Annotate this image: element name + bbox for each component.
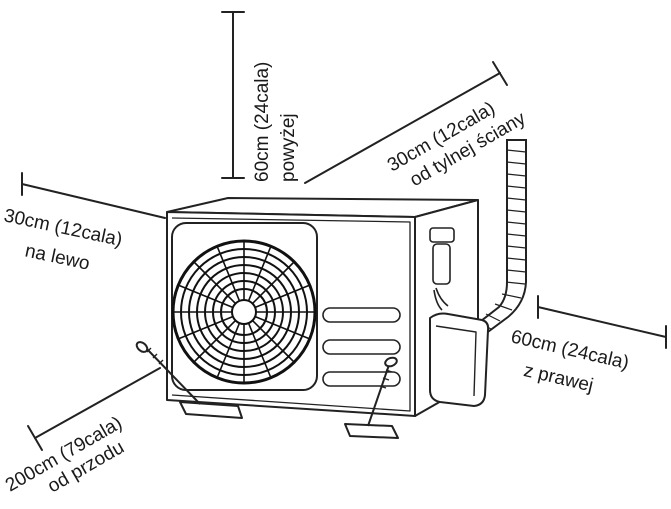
unit-foot-right [344, 423, 399, 439]
label-left-line2: na lewo [23, 241, 91, 275]
anchor-bolt-right [367, 356, 398, 427]
label-right-line2: z prawej [522, 360, 596, 396]
outdoor-unit [166, 197, 490, 439]
label-above-line1: 60cm (24cala) [252, 62, 273, 182]
unit-foot-left [179, 401, 243, 419]
anchor-bolt-left [135, 341, 201, 405]
vent-slots [322, 307, 401, 387]
dimension-lines [21, 11, 667, 451]
side-details [429, 227, 455, 311]
fan-hub [231, 299, 257, 325]
valve-cover [429, 312, 490, 407]
label-above: 60cm (24cala) powyżej [252, 62, 299, 182]
dimension-line-right [537, 295, 667, 349]
label-above-line2: powyżej [278, 113, 299, 182]
dimension-line-front [27, 367, 161, 451]
label-left: 30cm (12cala) na lewo [2, 205, 124, 275]
pipe-cover [470, 139, 527, 339]
label-left-line1: 30cm (12cala) [2, 205, 124, 251]
dimension-line-above [221, 11, 245, 179]
label-right: 60cm (24cala) z prawej [509, 326, 631, 396]
dimension-line-left [21, 172, 166, 219]
label-front: 200cm (79cala) od przodu [2, 413, 128, 498]
dimension-line-rear [304, 61, 508, 184]
anchor-bolts [135, 341, 398, 427]
